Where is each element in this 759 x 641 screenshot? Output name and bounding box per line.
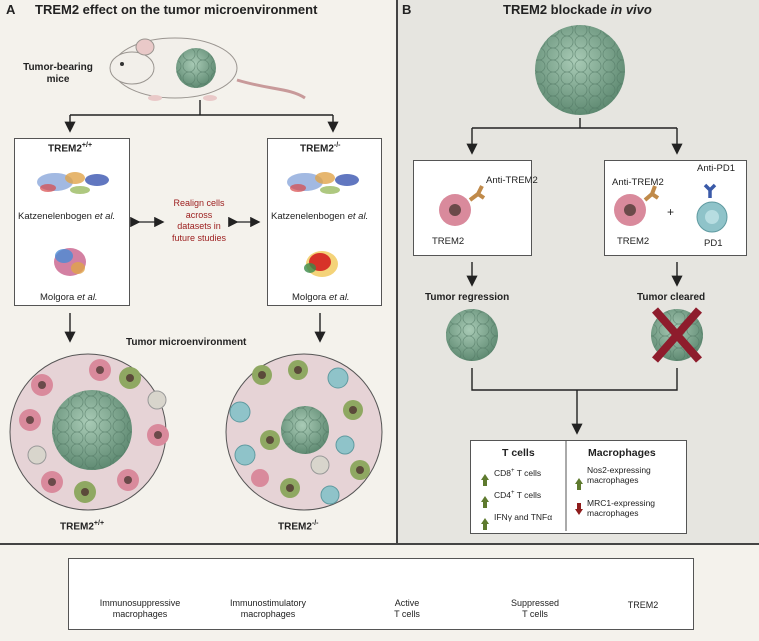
umap-right-top	[287, 172, 359, 194]
umap-left-top	[37, 172, 109, 194]
umap-right-bottom	[304, 251, 338, 277]
kat-right-label: Katzenelenbogen et al.	[271, 211, 369, 222]
legend-trem2: TREM2	[627, 600, 659, 610]
mol-right-label: Molgora et al.	[292, 292, 350, 303]
cleared-label: Tumor cleared	[637, 292, 706, 303]
anti-trem2-box	[413, 160, 532, 256]
tme-title: Tumor microenvironment	[126, 337, 247, 348]
anti-pd1-label: Anti-PD1	[697, 163, 736, 174]
legend-box	[68, 558, 694, 630]
trem2-wt-box	[14, 138, 130, 306]
panel-a-title: TREM2 effect on the tumor microenvironme…	[35, 2, 318, 17]
trem2-ko-box	[267, 138, 382, 306]
panel-b-letter: B	[402, 2, 412, 17]
tcells-title: T cells	[502, 447, 535, 459]
legend-divider	[0, 543, 759, 545]
cd8-line: CD8+ T cells	[494, 468, 542, 478]
plus-sign: +	[667, 205, 675, 219]
tme-wt-circle	[9, 353, 169, 511]
trem2-left-label: TREM2	[432, 236, 465, 247]
bottom-ko-label: TREM2-/-	[278, 520, 319, 533]
umap-left-bottom	[54, 248, 86, 276]
mouse-illustration	[109, 37, 306, 101]
kat-left-label: Katzenelenbogen et al.	[18, 211, 116, 222]
macrophages-title: Macrophages	[588, 447, 656, 459]
bottom-wt-label: TREM2+/+	[60, 520, 105, 533]
panel-b-header: B TREM2 blockade in vivo	[402, 2, 652, 17]
tree-line-a	[70, 100, 333, 130]
down-arrow-mrc1	[575, 503, 583, 515]
anti-trem2-illustration	[439, 185, 486, 226]
mol-left-label: Molgora et al.	[40, 292, 98, 303]
combo-illustration	[614, 183, 728, 233]
anti-trem2-right-label: Anti-TREM2	[612, 177, 664, 188]
up-arrows-tcells	[481, 474, 489, 530]
tme-ko-circle	[225, 353, 383, 511]
cd4-line: CD4+ T cells	[494, 490, 542, 500]
panel-a-header: A TREM2 effect on the tumor microenviron…	[6, 2, 317, 17]
pd1-label: PD1	[704, 238, 723, 249]
ifn-line: IFNγ and TNFα	[494, 512, 553, 522]
up-arrow-nos2	[575, 478, 583, 490]
trem2-wt-title: TREM2+/+	[48, 142, 93, 155]
regression-tumor	[446, 309, 498, 361]
panel-b-tumor	[535, 25, 625, 115]
anti-trem2-left-label: Anti-TREM2	[486, 175, 538, 186]
regression-label: Tumor regression	[425, 292, 510, 303]
panel-a-letter: A	[6, 2, 16, 17]
panel-b-title: TREM2 blockade in vivo	[503, 2, 652, 17]
panel-divider	[396, 0, 398, 543]
trem2-right-label: TREM2	[617, 236, 650, 247]
trem2-ko-title: TREM2-/-	[300, 142, 341, 155]
cleared-tumor	[651, 307, 703, 363]
